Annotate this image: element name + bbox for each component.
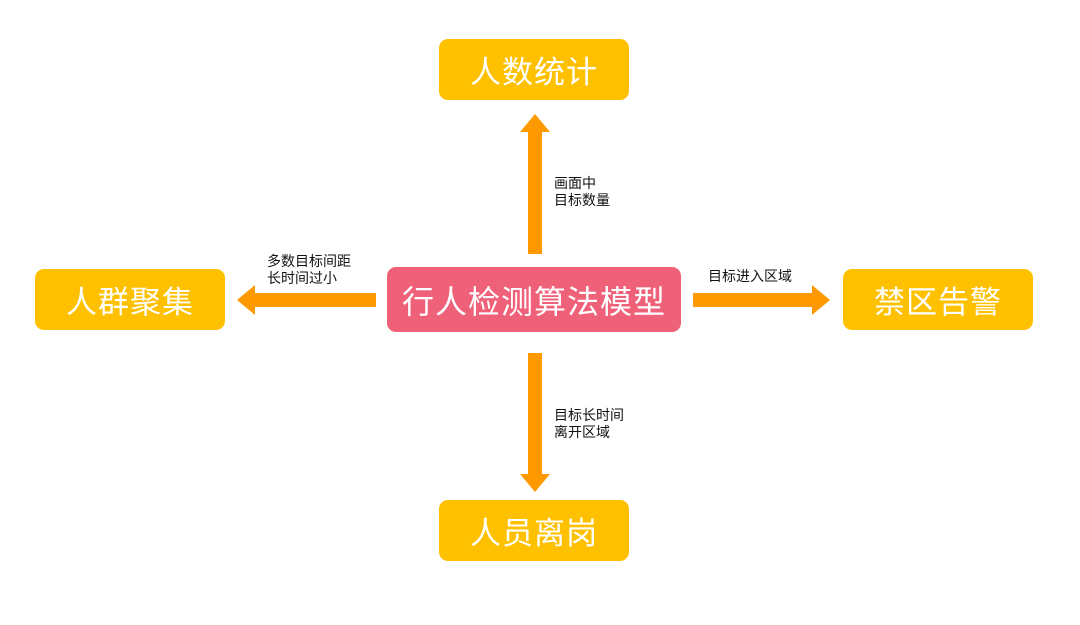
node-restricted-area-alarm-label: 禁区告警 <box>874 285 1002 321</box>
node-people-count: 人数统计 <box>439 39 629 100</box>
node-people-count-label: 人数统计 <box>470 55 598 91</box>
node-pedestrian-detection-model: 行人检测算法模型 <box>387 267 681 332</box>
edge-label-up: 画面中 目标数量 <box>554 176 610 210</box>
edge-label-down-line2: 离开区域 <box>554 425 610 441</box>
node-staff-absence-label: 人员离岗 <box>470 516 598 552</box>
edge-label-down-line1: 目标长时间 <box>554 408 624 424</box>
edge-label-up-line2: 目标数量 <box>554 193 610 209</box>
node-crowd-gathering-label: 人群聚集 <box>66 285 194 321</box>
edge-label-left: 多数目标间距 长时间过小 <box>267 254 351 288</box>
arrow-left <box>237 285 376 315</box>
edge-label-right-line1: 目标进入区域 <box>708 269 792 285</box>
edge-label-up-line1: 画面中 <box>554 176 596 192</box>
edge-label-right: 目标进入区域 <box>708 269 792 286</box>
arrow-up <box>520 114 550 254</box>
node-crowd-gathering: 人群聚集 <box>35 269 225 330</box>
node-restricted-area-alarm: 禁区告警 <box>843 269 1033 330</box>
node-staff-absence: 人员离岗 <box>439 500 629 561</box>
arrow-down <box>520 353 550 492</box>
edge-label-left-line2: 长时间过小 <box>267 271 337 287</box>
arrow-right <box>693 285 830 315</box>
edge-label-down: 目标长时间 离开区域 <box>554 408 624 442</box>
node-pedestrian-detection-model-label: 行人检测算法模型 <box>401 282 666 321</box>
edge-label-left-line1: 多数目标间距 <box>267 254 351 270</box>
